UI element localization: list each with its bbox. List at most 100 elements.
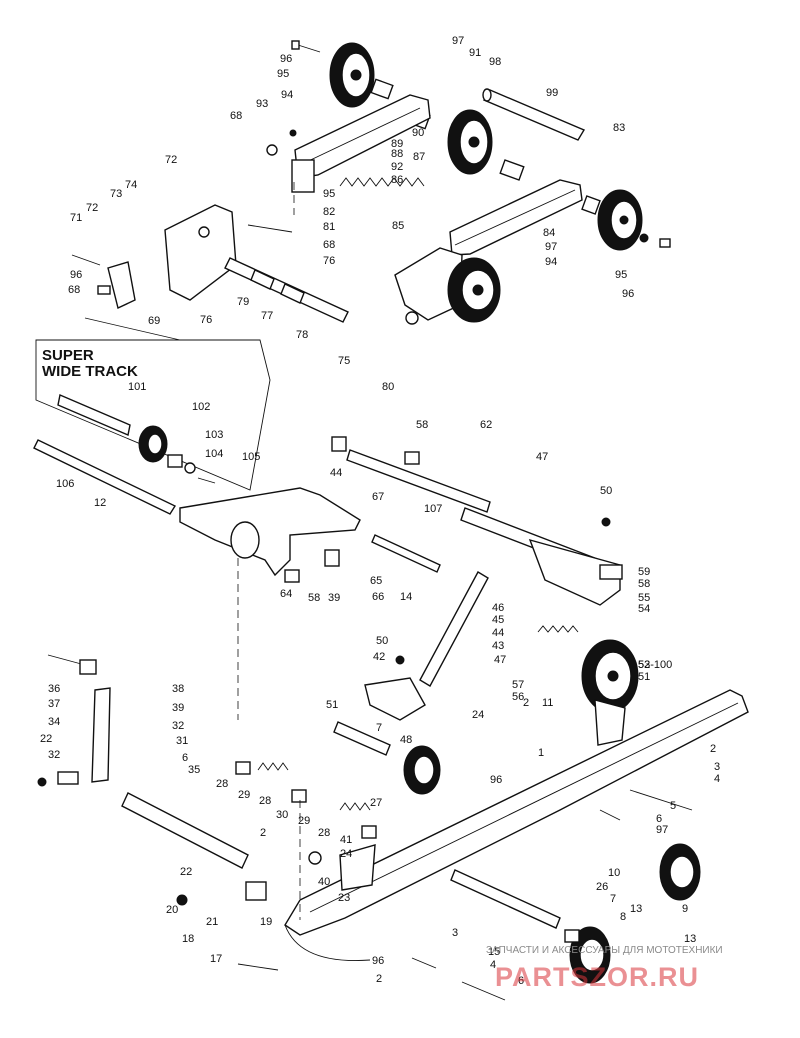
callout-number: 41 bbox=[340, 834, 352, 846]
bushing-32-left bbox=[57, 771, 79, 785]
callout-number: 73 bbox=[110, 188, 122, 200]
callout-number: 50 bbox=[376, 635, 388, 647]
idler-wheel-far-right bbox=[597, 189, 643, 251]
callout-number: 2 bbox=[523, 697, 529, 709]
callout-number: 4 bbox=[490, 959, 496, 971]
callout-number: 62 bbox=[480, 419, 492, 431]
nut-50-top bbox=[601, 517, 611, 527]
callout-number: 97 bbox=[656, 824, 668, 836]
bolt-top-left bbox=[291, 40, 321, 53]
bushing-28-b bbox=[291, 789, 307, 803]
callout-number: 34 bbox=[48, 716, 60, 728]
callout-number: 74 bbox=[125, 179, 137, 191]
bolt-4 bbox=[599, 809, 621, 821]
callout-number: 44 bbox=[330, 467, 342, 479]
block-24 bbox=[308, 851, 322, 865]
bushing-64 bbox=[284, 569, 300, 583]
axle-shaft-99 bbox=[482, 88, 586, 141]
callout-number: 84 bbox=[543, 227, 555, 239]
callout-number: 83 bbox=[613, 122, 625, 134]
callout-number: 96 bbox=[280, 53, 292, 65]
callout-number: 23 bbox=[338, 892, 350, 904]
callout-number: 77 bbox=[261, 310, 273, 322]
callout-number: 95 bbox=[277, 68, 289, 80]
callout-number: 97 bbox=[545, 241, 557, 253]
bushing-28-c bbox=[361, 825, 377, 839]
bolt-81 bbox=[247, 224, 293, 233]
callout-number: 75 bbox=[338, 355, 350, 367]
callout-number: 42 bbox=[373, 651, 385, 663]
callout-number: 43 bbox=[492, 640, 504, 652]
callout-number: 53 bbox=[638, 659, 650, 671]
nut-93 bbox=[289, 129, 297, 137]
callout-number: 51 bbox=[326, 699, 338, 711]
callout-number: 24 bbox=[472, 709, 484, 721]
callout-number: 20 bbox=[166, 904, 178, 916]
callout-number: 102 bbox=[192, 401, 210, 413]
callout-number: 29 bbox=[298, 815, 310, 827]
nut-42 bbox=[395, 655, 405, 665]
callout-number: 54 bbox=[638, 603, 650, 615]
callout-number: 39 bbox=[328, 592, 340, 604]
callout-number: 80 bbox=[382, 381, 394, 393]
rear-arm-frame bbox=[179, 487, 361, 577]
callout-number: 32 bbox=[48, 749, 60, 761]
callout-number: 76 bbox=[200, 314, 212, 326]
callout-number: 2 bbox=[376, 973, 382, 985]
bolt-96-bottom bbox=[411, 957, 437, 969]
callout-number: 97 bbox=[452, 35, 464, 47]
callout-number: 67 bbox=[372, 491, 384, 503]
wheel-13-front bbox=[659, 843, 701, 901]
callout-number: 27 bbox=[370, 797, 382, 809]
wheel-102 bbox=[138, 425, 168, 463]
callout-number: 68 bbox=[68, 284, 80, 296]
shaft-106-12 bbox=[33, 439, 177, 515]
callout-number: 93 bbox=[256, 98, 268, 110]
callout-number: 50 bbox=[600, 485, 612, 497]
callout-number: 7 bbox=[610, 893, 616, 905]
callout-number: 36 bbox=[48, 683, 60, 695]
callout-number: 71 bbox=[70, 212, 82, 224]
callout-number: 101 bbox=[128, 381, 146, 393]
callout-number: 2 bbox=[260, 827, 266, 839]
lower-linkage-assembly bbox=[37, 654, 377, 971]
idler-wheel-top-left bbox=[329, 42, 375, 108]
callout-number: 30 bbox=[276, 809, 288, 821]
bushing-68-left bbox=[97, 285, 111, 295]
cross-shaft-77 bbox=[224, 257, 349, 323]
callout-number: 96 bbox=[372, 955, 384, 967]
callout-number: 66 bbox=[372, 591, 384, 603]
slide-rail-assembly bbox=[284, 689, 749, 1001]
spring-43 bbox=[537, 625, 579, 633]
callout-number: 40 bbox=[318, 876, 330, 888]
block-20 bbox=[245, 881, 267, 901]
callout-number: 58 bbox=[308, 592, 320, 604]
bushing-44 bbox=[331, 436, 347, 452]
rear-arm-pivot-tube bbox=[230, 521, 260, 559]
callout-number: 44 bbox=[492, 627, 504, 639]
mount-bracket-front bbox=[528, 538, 621, 606]
bushing-28-a bbox=[235, 761, 251, 775]
callout-number: 47 bbox=[494, 654, 506, 666]
idler-wheel-top-right bbox=[447, 109, 493, 175]
callout-number: 72 bbox=[165, 154, 177, 166]
callout-number: 13 bbox=[630, 903, 642, 915]
callout-number: 26 bbox=[596, 881, 608, 893]
spacer-97 bbox=[370, 78, 394, 100]
callout-number: 68 bbox=[230, 110, 242, 122]
callout-number: 79 bbox=[237, 296, 249, 308]
callout-number: 51 bbox=[638, 671, 650, 683]
callout-number: 24 bbox=[340, 848, 352, 860]
callout-number: 37 bbox=[48, 698, 60, 710]
callout-number: 9 bbox=[682, 903, 688, 915]
callout-number: 68 bbox=[323, 239, 335, 251]
idler-wheel-94 bbox=[447, 257, 501, 323]
callout-number: 90 bbox=[412, 127, 424, 139]
callout-number: 48 bbox=[400, 734, 412, 746]
callout-number: 104 bbox=[205, 448, 223, 460]
callout-number: 107 bbox=[424, 503, 442, 515]
bracket-69 bbox=[107, 204, 237, 309]
callout-number: 46 bbox=[492, 602, 504, 614]
